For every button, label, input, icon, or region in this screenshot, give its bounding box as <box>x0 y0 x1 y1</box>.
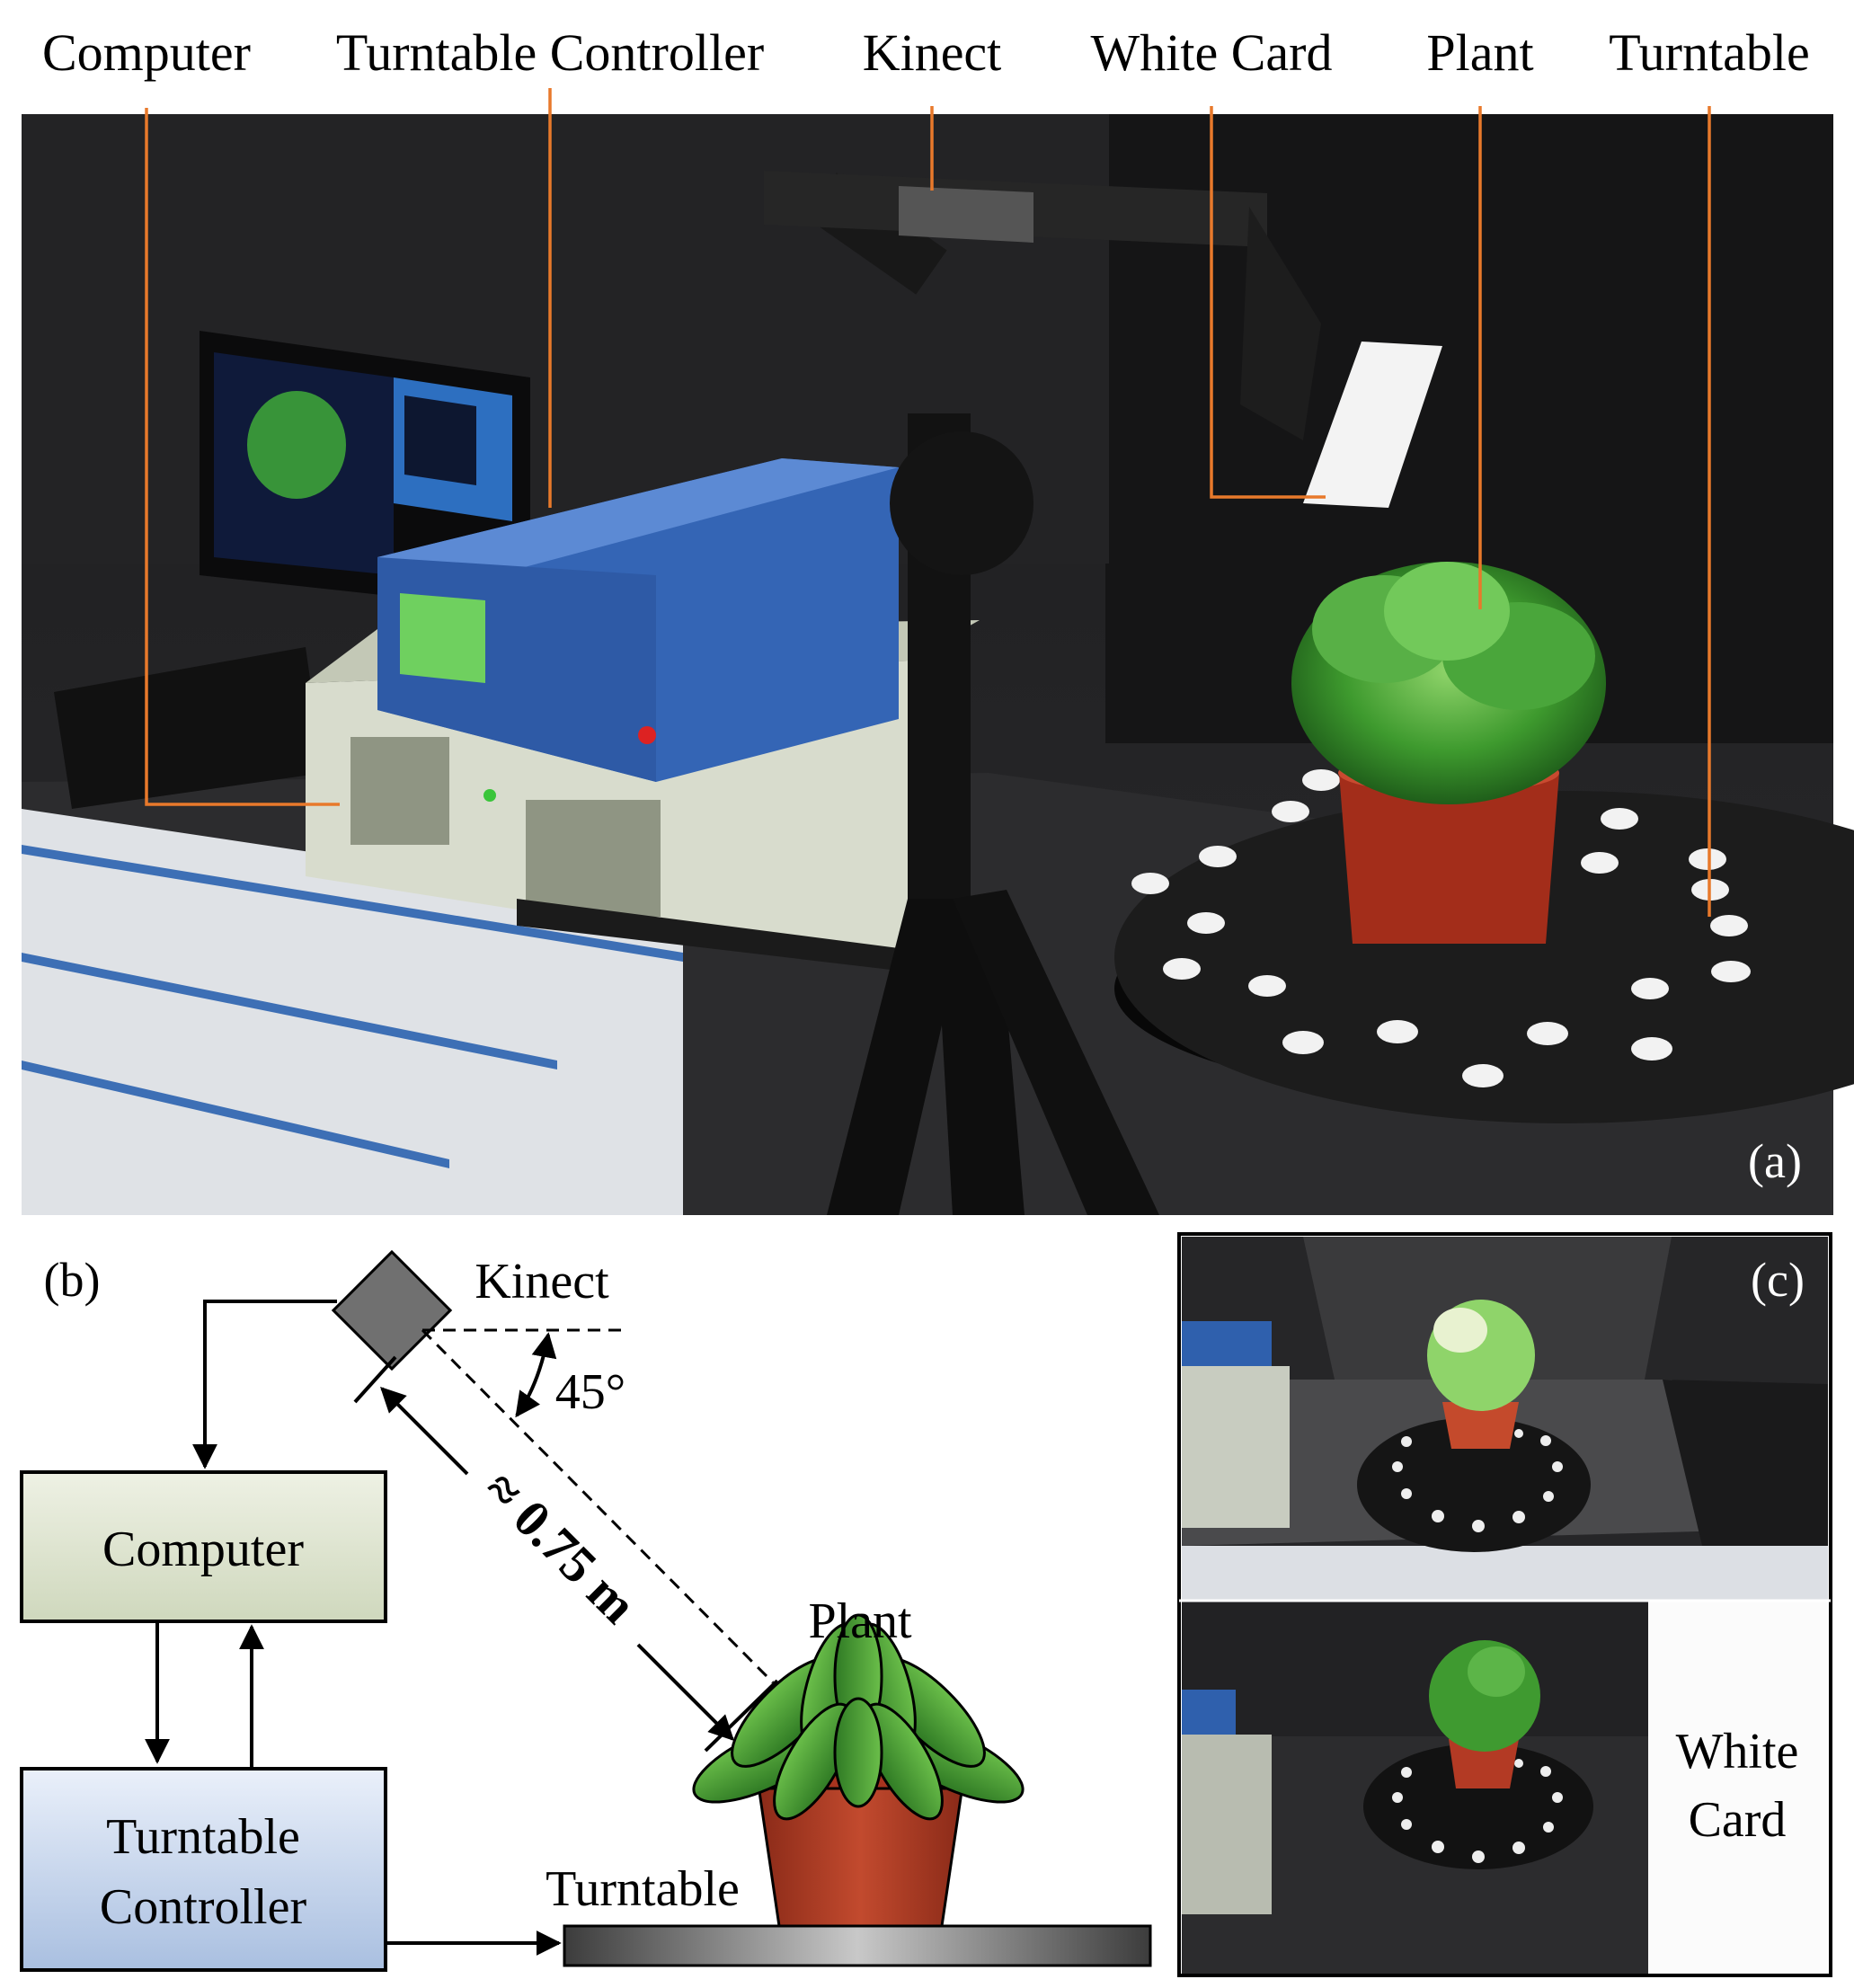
computer-monitor <box>54 331 530 809</box>
label-white-card: White Card <box>1091 23 1333 82</box>
angle-arc <box>515 1332 557 1418</box>
distance-arrow-lower <box>636 1643 734 1741</box>
panel-a-tag: (a) <box>1748 1134 1802 1188</box>
panel-b-schematic: (b) Kinect 45° ≈ 0.75 m Computer Turntab… <box>20 1249 1152 1972</box>
white-card-photo <box>1303 342 1442 508</box>
distance-tick-top <box>353 1355 397 1404</box>
distance-label: ≈ 0.75 m <box>473 1460 648 1635</box>
turntable-controller-box <box>20 1767 387 1972</box>
panel-c-top-photo <box>1182 1237 1828 1600</box>
label-kinect: Kinect <box>863 23 1002 82</box>
panel-a-labels: Computer Turntable Controller Kinect Whi… <box>42 23 1810 82</box>
distance-arrow-upper <box>380 1387 469 1476</box>
panel-c-white-card-line2: Card <box>1689 1792 1787 1848</box>
schematic-label-turntable: Turntable <box>546 1861 740 1917</box>
panel-b-tag: (b) <box>44 1253 101 1307</box>
label-computer: Computer <box>42 23 251 82</box>
schematic-label-controller-line2: Controller <box>100 1879 307 1935</box>
panel-a-photo <box>22 114 1854 1215</box>
label-turntable-controller: Turntable Controller <box>336 23 764 82</box>
panel-c-bottom-photo <box>1182 1602 1828 1974</box>
callout-computer <box>145 108 340 806</box>
schematic-label-kinect: Kinect <box>475 1254 609 1309</box>
turntable-controller-photo <box>377 458 899 782</box>
label-turntable: Turntable <box>1609 23 1809 82</box>
panel-c-tag: (c) <box>1751 1253 1805 1307</box>
kinect-diamond-icon <box>331 1249 453 1371</box>
angle-label: 45° <box>555 1364 625 1420</box>
turntable-bar <box>563 1924 1152 1967</box>
tripod <box>805 173 1159 1215</box>
callout-white-card <box>1210 106 1326 499</box>
panel-a-callouts <box>145 88 1711 917</box>
panel-c-photos: (c) White Card <box>1177 1232 1832 1977</box>
computer-box <box>20 1470 387 1623</box>
schematic-label-computer: Computer <box>102 1522 304 1577</box>
panel-c-white-card-line1: White <box>1676 1724 1799 1779</box>
kinect-photo <box>764 171 1321 440</box>
schematic-label-controller-line1: Turntable <box>106 1809 300 1865</box>
schematic-label-plant: Plant <box>808 1593 912 1649</box>
label-plant: Plant <box>1426 23 1533 82</box>
plant-schematic-icon <box>692 1613 1025 1928</box>
view-axis-line <box>421 1328 775 1684</box>
turntable-photo <box>1114 562 1854 1123</box>
kinect-to-computer-connector <box>192 1300 337 1469</box>
